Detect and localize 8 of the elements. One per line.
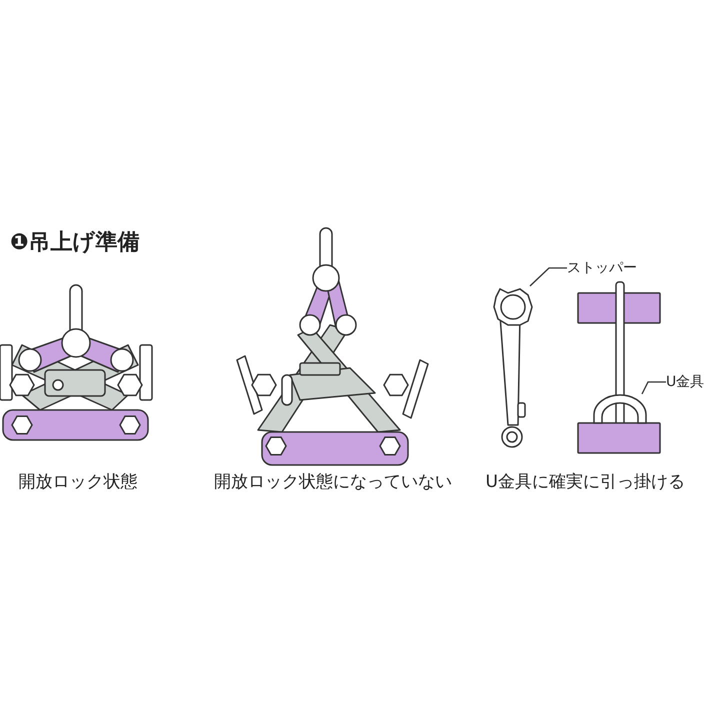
leader-line	[530, 267, 567, 286]
leader-line	[641, 381, 666, 394]
part-label: ストッパー	[567, 258, 637, 278]
caption: 開放ロック状態	[18, 471, 138, 494]
caption: 開放ロック状態になっていない	[214, 471, 452, 494]
caption: U金具に確実に引っ掛ける	[486, 471, 685, 494]
part-label: U金具	[666, 372, 704, 392]
section-heading: ❶吊上げ準備	[10, 229, 140, 257]
